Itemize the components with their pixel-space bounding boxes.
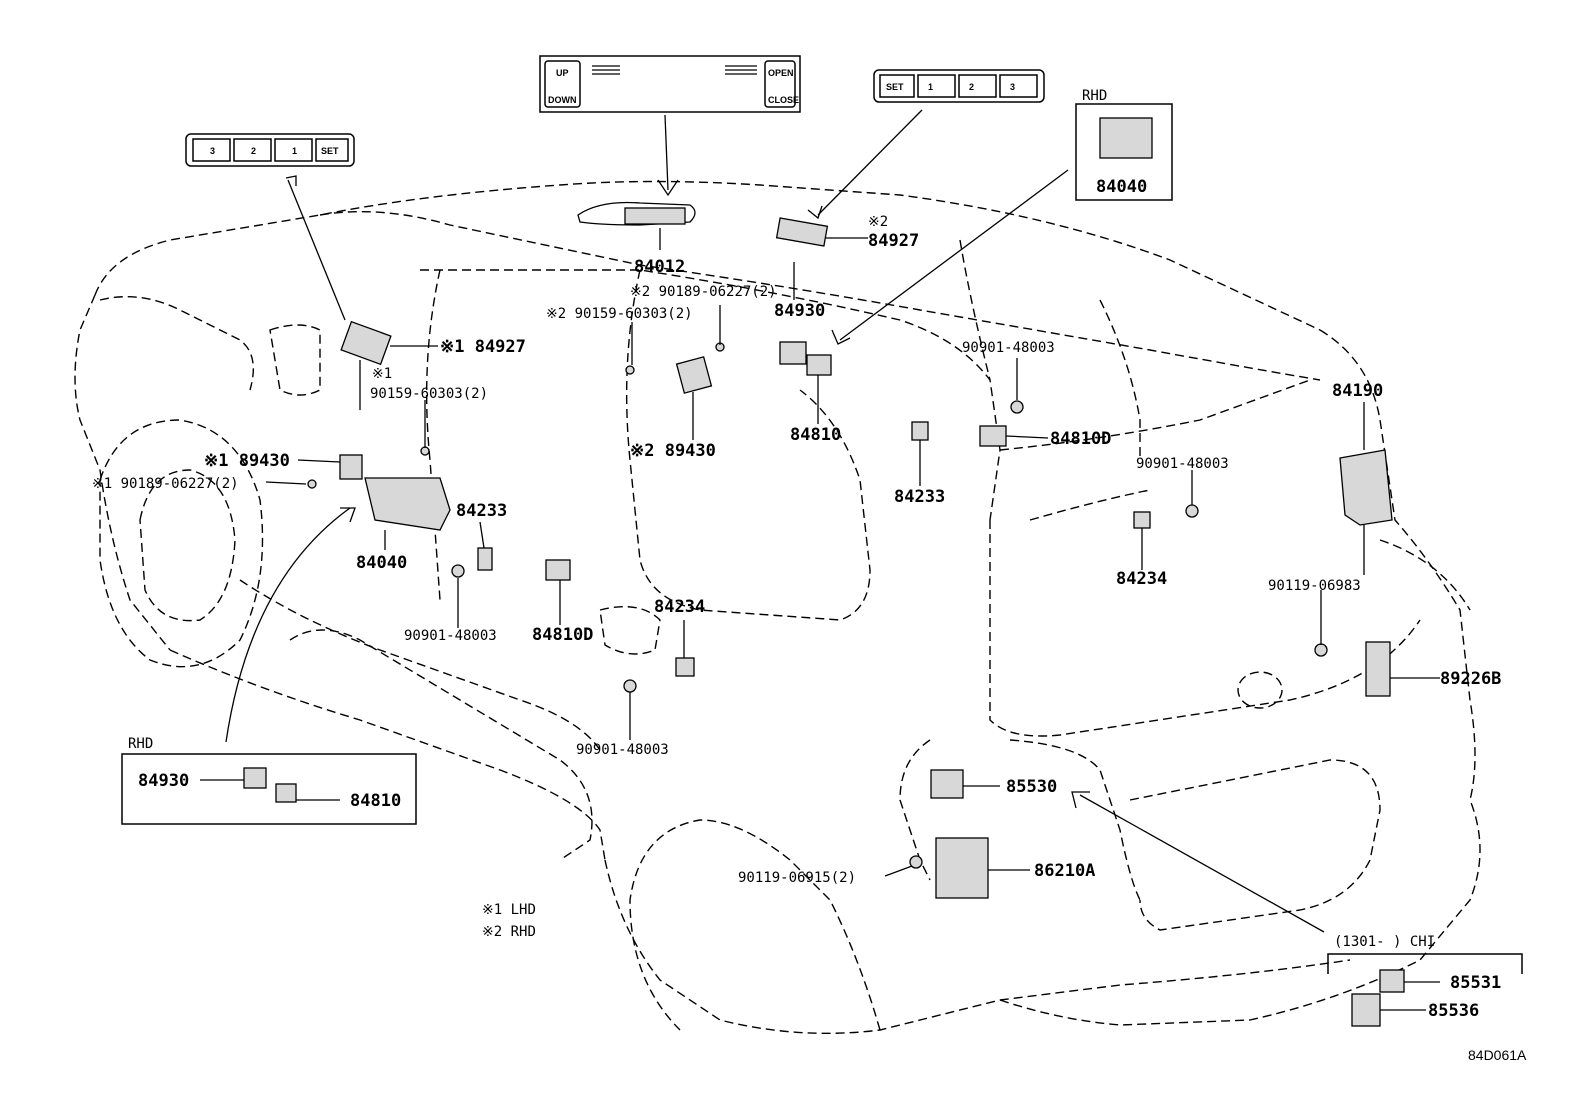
rhd-left-part2: 84810 <box>350 791 401 811</box>
chi-part2: 85536 <box>1428 1001 1479 1021</box>
label-84040: 84040 <box>356 553 407 573</box>
label-84233-l: 84233 <box>456 501 507 521</box>
memory-switch-right: SET 1 2 3 <box>807 69 1045 220</box>
memory-right-slot-2: 2 <box>969 82 974 92</box>
part-86210A-shape <box>935 837 989 899</box>
label-84810D-r: 84810D <box>1050 429 1111 449</box>
vehicle-outline <box>74 180 1481 1035</box>
label-84927-l: ※1 84927 <box>440 337 526 357</box>
label-84190: 84190 <box>1332 381 1383 401</box>
part-84927-r-shape <box>775 217 829 247</box>
label-89226B: 89226B <box>1440 669 1501 689</box>
rhd-left-title: RHD <box>128 736 153 752</box>
roof-open-label: OPEN <box>768 68 794 78</box>
rhd-box-left: RHD 84930 84810 <box>121 736 417 825</box>
parts <box>307 201 1393 899</box>
label-90901-c: 90901-48003 <box>1136 456 1229 472</box>
label-90159-r: ※2 90159-60303(2) <box>546 306 693 322</box>
label-86210A: 86210A <box>1034 861 1095 881</box>
bolt-90119-b <box>909 855 923 869</box>
label-84234-l: 84234 <box>654 597 705 617</box>
part-84233-l-shape <box>477 547 493 571</box>
memory-right-slot-3: 3 <box>1010 82 1015 92</box>
chi-part1: 85531 <box>1450 973 1501 993</box>
label-90159-l-mark: ※1 <box>372 366 392 382</box>
part-84810D-l-shape <box>545 559 571 581</box>
part-84040-shape <box>364 477 451 531</box>
label-90901-d: 90901-48003 <box>576 742 669 758</box>
label-84927-r-mark: ※2 <box>868 214 888 230</box>
roof-close-label: CLOSE <box>768 95 799 105</box>
legend: ※1 LHD ※2 RHD <box>482 902 536 940</box>
rhd-top-part: 84040 <box>1096 177 1147 197</box>
bolt-90901-a <box>451 564 465 578</box>
part-85530-shape <box>930 769 964 799</box>
roof-switch-panel: UP DOWN OPEN CLOSE <box>539 55 801 197</box>
label-85530: 85530 <box>1006 777 1057 797</box>
memory-switch-left: 3 2 1 SET <box>185 133 355 321</box>
bolt-90119-a <box>1314 643 1328 657</box>
memory-right-set: SET <box>886 82 904 92</box>
label-89430-l: ※1 89430 <box>204 451 290 471</box>
roof-up-label: UP <box>556 68 569 78</box>
bolt-90901-c <box>1185 504 1199 518</box>
part-84233-r-shape <box>911 421 929 441</box>
part-84012-switch <box>624 207 686 225</box>
label-84930: 84930 <box>774 301 825 321</box>
bolt-90901-d <box>623 679 637 693</box>
label-90901-b: 90901-48003 <box>962 340 1055 356</box>
label-84810D-l: 84810D <box>532 625 593 645</box>
label-90159-l: 90159-60303(2) <box>370 386 488 402</box>
label-84234-r: 84234 <box>1116 569 1167 589</box>
legend-note-2: ※2 RHD <box>482 924 536 940</box>
part-84234-l-shape <box>675 657 695 677</box>
label-90901-a: 90901-48003 <box>404 628 497 644</box>
clip-90189-l <box>307 479 317 489</box>
memory-left-slot-2: 2 <box>251 146 256 156</box>
label-89430-r: ※2 89430 <box>630 441 716 461</box>
label-90189-l: ※1 90189-06227(2) <box>92 476 239 492</box>
clip-90159-l <box>420 446 430 456</box>
label-90189-r: ※2 90189-06227(2) <box>630 284 777 300</box>
memory-left-set: SET <box>321 146 339 156</box>
roof-down-label: DOWN <box>548 95 577 105</box>
part-84927-l-shape <box>340 320 392 366</box>
memory-right-slot-1: 1 <box>928 82 933 92</box>
leader-lines <box>225 169 1440 933</box>
part-84234-r-shape <box>1133 511 1151 529</box>
label-90119-a: 90119-06983 <box>1268 578 1361 594</box>
chi-box: (1301- ) CHI 85531 85536 <box>1327 934 1523 1027</box>
legend-note-1: ※1 LHD <box>482 902 536 918</box>
rhd-top-title: RHD <box>1082 88 1107 104</box>
label-84810: 84810 <box>790 425 841 445</box>
chi-title: (1301- ) CHI <box>1334 934 1435 950</box>
label-84012: 84012 <box>634 257 685 277</box>
part-84810D-r-shape <box>979 425 1007 447</box>
rhd-left-part1: 84930 <box>138 771 189 791</box>
part-84810-shape <box>806 354 832 376</box>
label-84927-r: 84927 <box>868 231 919 251</box>
clip-90159-r <box>625 365 635 375</box>
label-90119-b: 90119-06915(2) <box>738 870 856 886</box>
part-84930-shape <box>779 341 807 365</box>
memory-left-slot-3: 1 <box>292 146 297 156</box>
part-84190-shape <box>1339 449 1393 526</box>
memory-left-slot-1: 3 <box>210 146 215 156</box>
rhd-box-top: RHD 84040 <box>1075 88 1173 201</box>
part-89226B-shape <box>1365 641 1391 697</box>
diagram-code: 84D061A <box>1468 1047 1527 1063</box>
label-84233-r: 84233 <box>894 487 945 507</box>
part-89430-r-shape <box>675 356 713 394</box>
part-labels: 84012 ※2 84927 ※2 90189-06227(2) ※2 9015… <box>92 214 1501 886</box>
bolt-90901-b <box>1010 400 1024 414</box>
part-89430-l-shape <box>339 454 363 480</box>
